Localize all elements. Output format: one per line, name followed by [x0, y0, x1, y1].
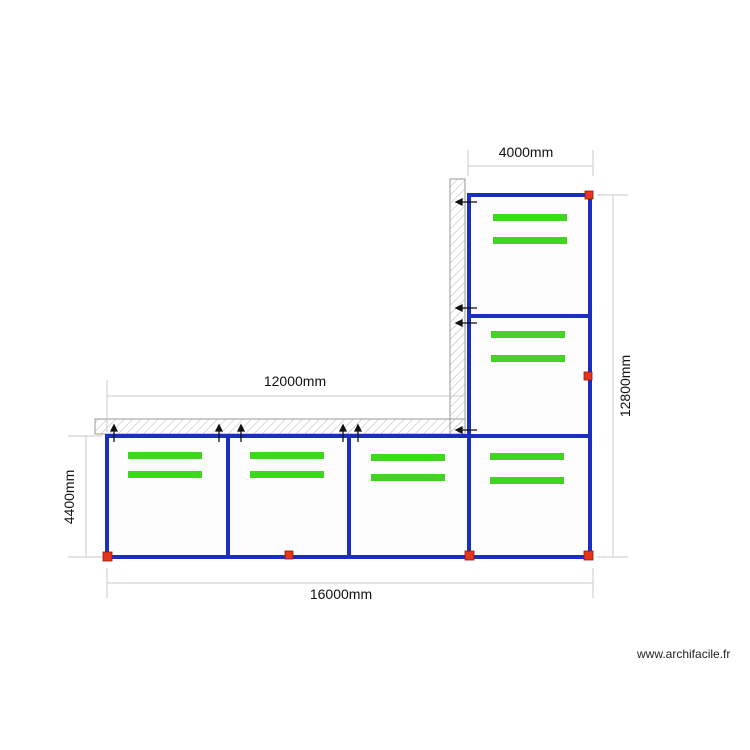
corner-markers: [102, 190, 594, 562]
bar: [128, 471, 202, 478]
arrow-up-icon: [338, 423, 348, 442]
arrows-left: [454, 197, 477, 435]
arrow-up-icon: [236, 423, 246, 442]
bar: [128, 452, 202, 459]
arrows-up: [109, 423, 363, 442]
bar: [491, 331, 565, 338]
arrow-left-icon: [454, 197, 477, 207]
bar: [371, 454, 445, 461]
bar: [250, 471, 324, 478]
arrow-left-icon: [454, 318, 477, 328]
bar: [493, 237, 567, 244]
corner-marker: [584, 190, 594, 200]
corner-marker: [583, 550, 594, 561]
arrow-up-icon: [214, 423, 224, 442]
dim-top-label: 4000mm: [499, 144, 553, 160]
arrow-up-icon: [109, 423, 119, 442]
dim-bottom-label: 16000mm: [310, 586, 372, 602]
corner-marker: [464, 550, 475, 561]
dim-wall-label: 12000mm: [264, 373, 326, 389]
corner-marker: [583, 371, 593, 381]
dim-left-label: 4400mm: [61, 470, 77, 524]
bar: [490, 453, 564, 460]
bar: [490, 477, 564, 484]
dimension-lines: [68, 150, 628, 598]
arrow-left-icon: [454, 425, 477, 435]
bar: [491, 355, 565, 362]
bars: [128, 214, 567, 484]
bar: [371, 474, 445, 481]
credit-text: www.archifacile.fr: [637, 647, 731, 661]
wall-horizontal: [94, 418, 466, 435]
wall: [94, 178, 466, 435]
arrow-up-icon: [353, 423, 363, 442]
arrow-left-icon: [454, 303, 477, 313]
corner-marker: [102, 551, 113, 562]
dim-right-label: 12800mm: [617, 355, 633, 417]
bar: [250, 452, 324, 459]
corner-marker: [284, 550, 294, 560]
bar: [493, 214, 567, 221]
